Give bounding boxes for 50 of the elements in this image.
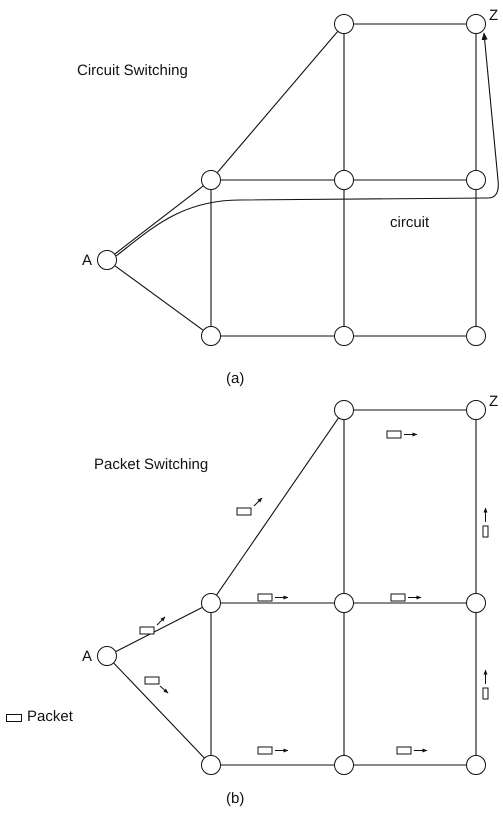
panel-caption: (b) [226, 790, 244, 808]
link-line [114, 186, 204, 254]
circuit-path [116, 32, 499, 256]
panel-title: Circuit Switching [77, 62, 188, 80]
link-line [343, 613, 345, 755]
link-line [354, 23, 466, 25]
link-line [217, 31, 338, 173]
node-label: Z [489, 392, 498, 412]
router-circle [201, 170, 221, 190]
link-line [354, 602, 466, 604]
router-circle [466, 593, 486, 613]
link-line [343, 420, 345, 593]
router-circle [201, 326, 221, 346]
link-line [475, 190, 477, 326]
router-circle [334, 400, 354, 420]
router-circle [466, 755, 486, 775]
router-circle [466, 326, 486, 346]
link-line [210, 613, 212, 755]
node-label: Z [489, 6, 498, 26]
link-line [221, 602, 334, 604]
node-label: A [82, 251, 92, 271]
link-line [210, 190, 212, 326]
node-label: A [82, 647, 92, 667]
router-circle [201, 755, 221, 775]
panel-caption: (a) [226, 370, 244, 388]
link-line [116, 607, 202, 652]
link-line [343, 34, 345, 170]
router-circle [334, 326, 354, 346]
legend-label: Packet [27, 708, 73, 726]
link-line [354, 179, 466, 181]
link-line [221, 764, 334, 766]
link-line [475, 420, 477, 593]
panel-title: Packet Switching [94, 456, 208, 474]
router-circle [334, 755, 354, 775]
link-line [475, 34, 477, 170]
link-line [221, 179, 334, 181]
link-line [216, 418, 339, 596]
link-line [354, 764, 466, 766]
router-circle [201, 593, 221, 613]
link-line [354, 409, 466, 411]
link-line [221, 335, 334, 337]
link-line [114, 265, 204, 331]
router-circle [334, 14, 354, 34]
router-circle [334, 170, 354, 190]
router-circle [466, 170, 486, 190]
router-circle [334, 593, 354, 613]
link-line [475, 613, 477, 755]
link-line [114, 662, 204, 758]
link-line [343, 190, 345, 326]
link-line [354, 335, 466, 337]
